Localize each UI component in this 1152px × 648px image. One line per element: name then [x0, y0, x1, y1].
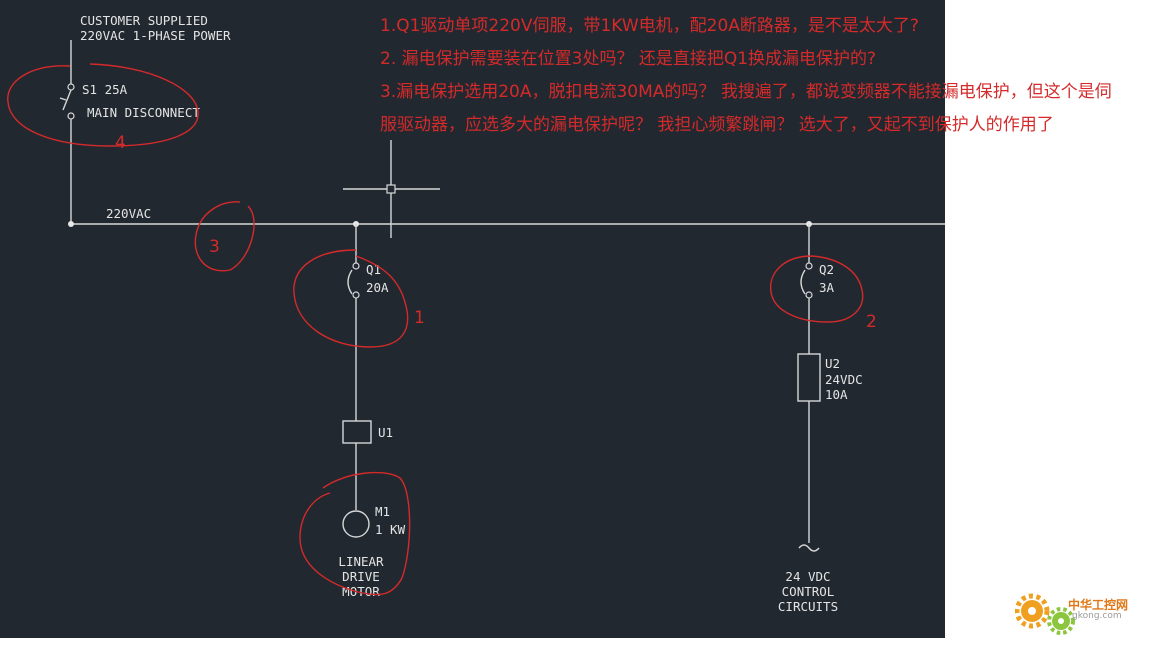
- circuit-continuation-symbol: [798, 544, 820, 552]
- control-label-line2: CONTROL: [782, 584, 835, 599]
- crosshair-pickbox[interactable]: [386, 184, 396, 194]
- annotation-circle-3: [194, 201, 255, 272]
- u1-drive-box[interactable]: [342, 420, 372, 444]
- gkong-logo-gears-icon: [1015, 593, 1075, 635]
- annotation-mark-2: 2: [866, 312, 877, 332]
- q2-name: Q2: [819, 262, 834, 277]
- annotation-circle-2: [770, 255, 864, 323]
- s1-terminal-bottom: [67, 112, 75, 120]
- u1-name: U1: [378, 425, 393, 440]
- q1-terminal-bottom: [352, 291, 360, 299]
- s1-switch-mark: [59, 97, 67, 101]
- watermark-url: gkong.com: [1072, 611, 1122, 621]
- s1-description: MAIN DISCONNECT: [87, 105, 200, 120]
- motor-label-line3: MOTOR: [342, 584, 380, 599]
- cad-drawing-area[interactable]: [0, 0, 945, 638]
- q1-rating: 20A: [366, 280, 389, 295]
- u2-voltage: 24VDC: [825, 372, 863, 387]
- m1-power: 1 KW: [375, 522, 406, 537]
- annotation-circle-motor: [299, 471, 411, 596]
- q2-rating: 3A: [819, 280, 835, 295]
- annotation-mark-4: 4: [115, 133, 126, 153]
- annotation-circle-1: [293, 249, 409, 348]
- s1-switch-blade: [62, 89, 72, 111]
- annotation-mark-3: 3: [209, 237, 220, 257]
- control-label-line3: CIRCUITS: [778, 599, 838, 614]
- annotation-circle-4: [7, 63, 199, 147]
- q2-terminal-bottom: [805, 291, 813, 299]
- motor-label-line1: LINEAR: [338, 554, 384, 569]
- q1-breaker-arc: [347, 269, 353, 295]
- s1-label: S1 25A: [82, 82, 128, 97]
- s1-terminal-top: [67, 83, 75, 91]
- motor-label-line2: DRIVE: [342, 569, 380, 584]
- q1-terminal-top: [352, 262, 360, 270]
- q2-terminal-top: [805, 262, 813, 270]
- annotation-mark-1: 1: [414, 308, 425, 328]
- m1-name: M1: [375, 504, 390, 519]
- question-3: 3.漏电保护选用20A，脱扣电流30MA的吗？ 我搜遍了，都说变频器不能接漏电保…: [380, 82, 1112, 135]
- u2-rating: 10A: [825, 387, 848, 402]
- power-source-title-line1: CUSTOMER SUPPLIED: [80, 13, 208, 28]
- watermark-brand: 中华工控网: [1068, 598, 1129, 612]
- power-source-title-line2: 220VAC 1-PHASE POWER: [80, 28, 231, 43]
- question-2: 2. 漏电保护需要装在位置3处吗？ 还是直接把Q1换成漏电保护的?: [380, 49, 877, 69]
- question-1: 1.Q1驱动单项220V伺服，带1KW电机，配20A断路器，是不是太大了?: [380, 16, 919, 36]
- u2-name: U2: [825, 356, 840, 371]
- control-label-line1: 24 VDC: [785, 569, 830, 584]
- bus-node-left: [68, 221, 74, 227]
- q2-breaker-arc: [800, 269, 806, 295]
- bus-label: 220VAC: [106, 206, 151, 221]
- m1-motor-symbol[interactable]: [342, 510, 370, 538]
- u2-power-supply-box[interactable]: [797, 353, 821, 402]
